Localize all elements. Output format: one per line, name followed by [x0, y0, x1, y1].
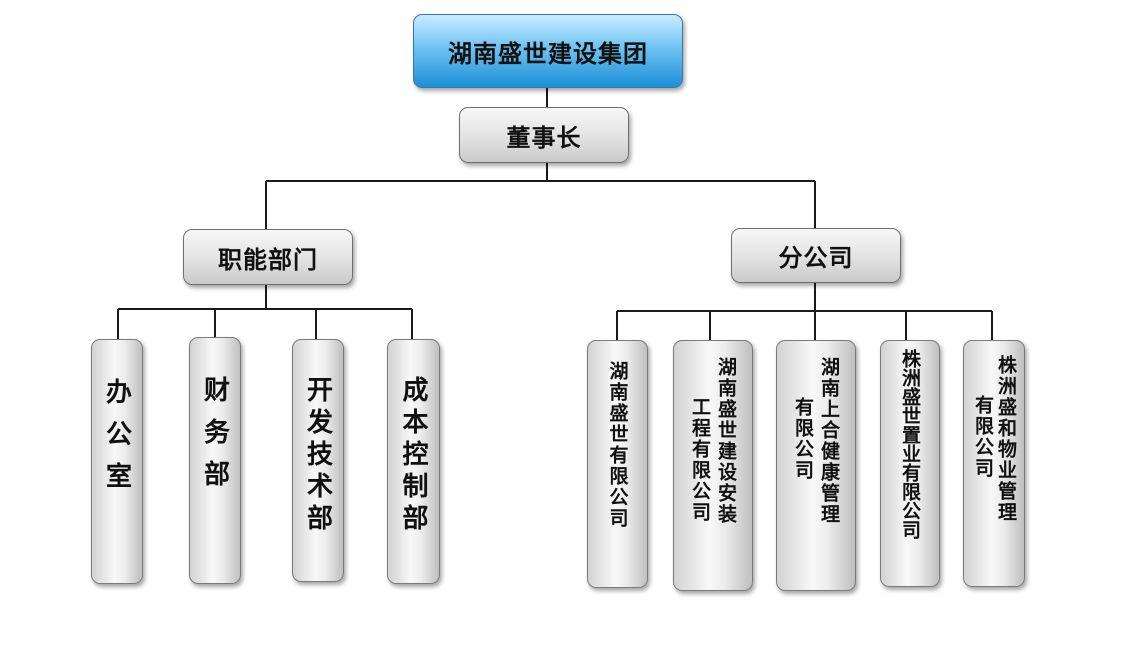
company-label-line: 湖南盛世有限公司 [606, 361, 629, 529]
department-finance: 财务部 [189, 337, 241, 584]
company-shengshi-construction: 湖南盛世建设安装 工程有限公司 [673, 340, 753, 591]
department-label: 办公室 [101, 378, 132, 504]
company-label-line: 有限公司 [972, 395, 994, 479]
root-label: 湖南盛世建设集团 [448, 39, 648, 68]
company-label-line: 有限公司 [792, 397, 814, 481]
root-node: 湖南盛世建设集团 [413, 14, 683, 88]
company-hunan-shengshi: 湖南盛世有限公司 [587, 340, 648, 588]
department-label: 开发技术部 [302, 376, 333, 536]
company-zhuzhou-real-estate: 株洲盛世置业有限公司 [880, 340, 940, 587]
department-development: 开发技术部 [292, 339, 344, 582]
department-office: 办公室 [91, 339, 143, 584]
branch-subsidiaries: 分公司 [731, 228, 901, 283]
department-label: 成本控制部 [398, 376, 428, 536]
branch-label: 职能部门 [218, 245, 318, 274]
branch-functional-departments: 职能部门 [183, 229, 353, 285]
branch-label: 分公司 [778, 244, 854, 272]
company-label-line: 湖南盛世建设安装 [715, 357, 737, 525]
company-label-line: 工程有限公司 [689, 397, 711, 523]
chairman-label: 董事长 [506, 123, 582, 152]
company-label-line: 湖南上合健康管理 [818, 357, 840, 525]
company-label-line: 株洲盛世置业有限公司 [899, 349, 921, 539]
company-zhuzhou-property-management: 株洲盛和物业管理 有限公司 [963, 340, 1025, 587]
department-label: 财务部 [199, 376, 230, 502]
company-label-line: 株洲盛和物业管理 [995, 355, 1017, 523]
department-cost-control: 成本控制部 [387, 339, 440, 584]
company-shanghe-health: 湖南上合健康管理 有限公司 [776, 340, 856, 591]
chairman-node: 董事长 [459, 107, 629, 163]
